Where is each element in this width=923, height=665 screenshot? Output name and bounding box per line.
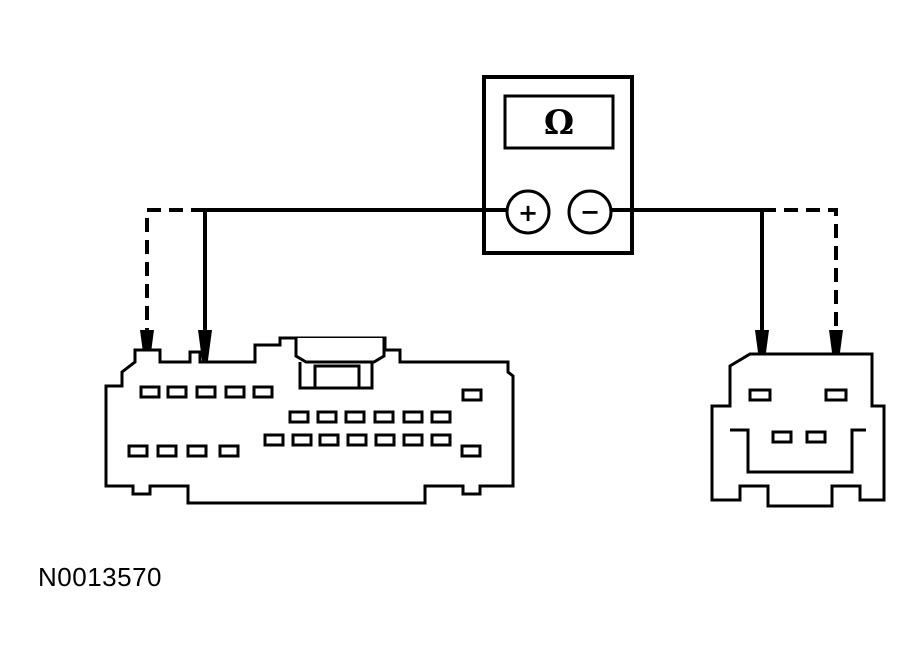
positive-sign: +	[518, 199, 538, 227]
ohm-symbol: Ω	[544, 103, 574, 143]
latch-window	[313, 364, 361, 390]
test-leads	[145, 208, 838, 335]
ohmmeter: Ω + −	[482, 75, 634, 255]
probe-tip-2	[198, 330, 212, 388]
left-connector	[104, 336, 515, 505]
right-connector	[710, 352, 886, 508]
positive-lead-alt	[145, 208, 205, 335]
negative-lead-alt	[762, 208, 838, 335]
meter-display	[503, 94, 615, 150]
positive-lead	[203, 208, 507, 335]
negative-sign: −	[580, 198, 600, 226]
figure-reference-code: N0013570	[38, 562, 162, 592]
right-connector-inner	[730, 428, 866, 474]
